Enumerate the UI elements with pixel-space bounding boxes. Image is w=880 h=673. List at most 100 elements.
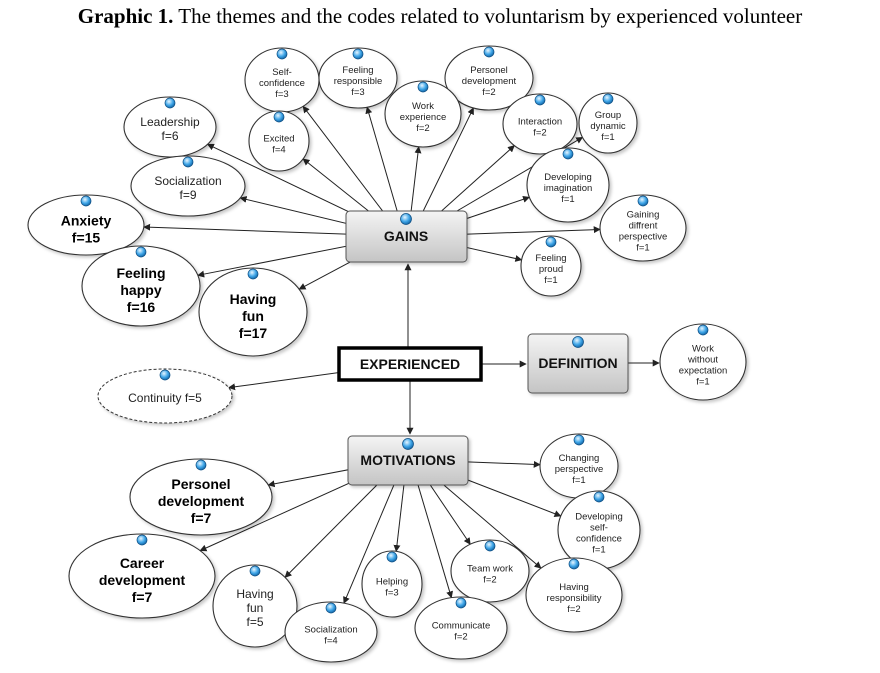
- node-dot-icon: [637, 195, 649, 207]
- motivations-box-dot: [402, 438, 414, 450]
- definition-box-dot: [572, 336, 584, 348]
- experienced-code-node: Continuity f=5: [97, 368, 233, 424]
- figure-title-number: Graphic 1.: [77, 4, 174, 28]
- motivation-code-ellipse: [450, 539, 530, 603]
- gains-connector-0: [302, 105, 395, 227]
- node-dot-icon: [386, 551, 398, 563]
- node-dot-icon: [247, 268, 259, 280]
- gains-code-ellipse: [318, 47, 398, 109]
- node-dot-icon: [697, 324, 709, 336]
- experienced-box: [337, 346, 483, 382]
- motivation-code-ellipse: [361, 550, 423, 618]
- gains-code-ellipse: [81, 245, 201, 327]
- figure-title-text: The themes and the codes related to volu…: [173, 4, 803, 28]
- node-dot-icon: [562, 148, 574, 160]
- node-dot-icon: [352, 48, 364, 60]
- gains-box: [345, 210, 468, 263]
- gains-code-ellipse: [599, 194, 687, 262]
- gains-box-dot: [400, 213, 412, 225]
- node-dot-icon: [417, 81, 429, 93]
- definition-label: DEFINITION: [538, 355, 617, 371]
- motivations-box: [347, 435, 469, 486]
- theme-box-layer: EXPERIENCED GAINS MOTIVATIONS DEFINITION: [337, 210, 629, 486]
- motivation-connector-8: [343, 470, 401, 604]
- node-dot-icon: [484, 540, 496, 552]
- node-dot-icon: [182, 156, 194, 168]
- node-dot-icon: [534, 94, 546, 106]
- node-dot-icon: [136, 534, 148, 546]
- gains-code-ellipse: [130, 155, 246, 217]
- motivation-code-ellipse: [525, 557, 623, 633]
- gains-code-ellipse: [444, 45, 534, 111]
- node-dot-icon: [593, 491, 605, 503]
- connector-layer: [143, 105, 660, 604]
- gains-connector-1: [365, 106, 402, 225]
- node-dot-icon: [483, 46, 495, 58]
- gains-code-ellipse: [27, 194, 145, 256]
- definition-code-ellipse: [659, 323, 747, 401]
- node-dot-icon: [135, 246, 147, 258]
- node-dot-icon: [164, 97, 176, 109]
- motivation-code-ellipse: [284, 601, 378, 663]
- gains-code-ellipse: [198, 267, 308, 357]
- node-dot-icon: [159, 369, 171, 381]
- gains-label: GAINS: [384, 228, 428, 244]
- gains-code-ellipse: [502, 93, 578, 155]
- gains-connector-2: [415, 107, 474, 226]
- experienced-code-label: Continuity f=5: [128, 391, 202, 405]
- gains-code-ellipse: [384, 80, 462, 148]
- figure-title: Graphic 1. The themes and the codes rela…: [0, 4, 880, 29]
- node-dot-icon: [195, 459, 207, 471]
- node-dot-icon: [273, 111, 285, 123]
- gains-code-ellipse: [248, 110, 310, 172]
- node-dot-icon: [276, 48, 288, 60]
- motivation-code-ellipse: [129, 458, 273, 536]
- motivation-code-ellipse: [414, 596, 508, 660]
- node-dot-icon: [602, 93, 614, 105]
